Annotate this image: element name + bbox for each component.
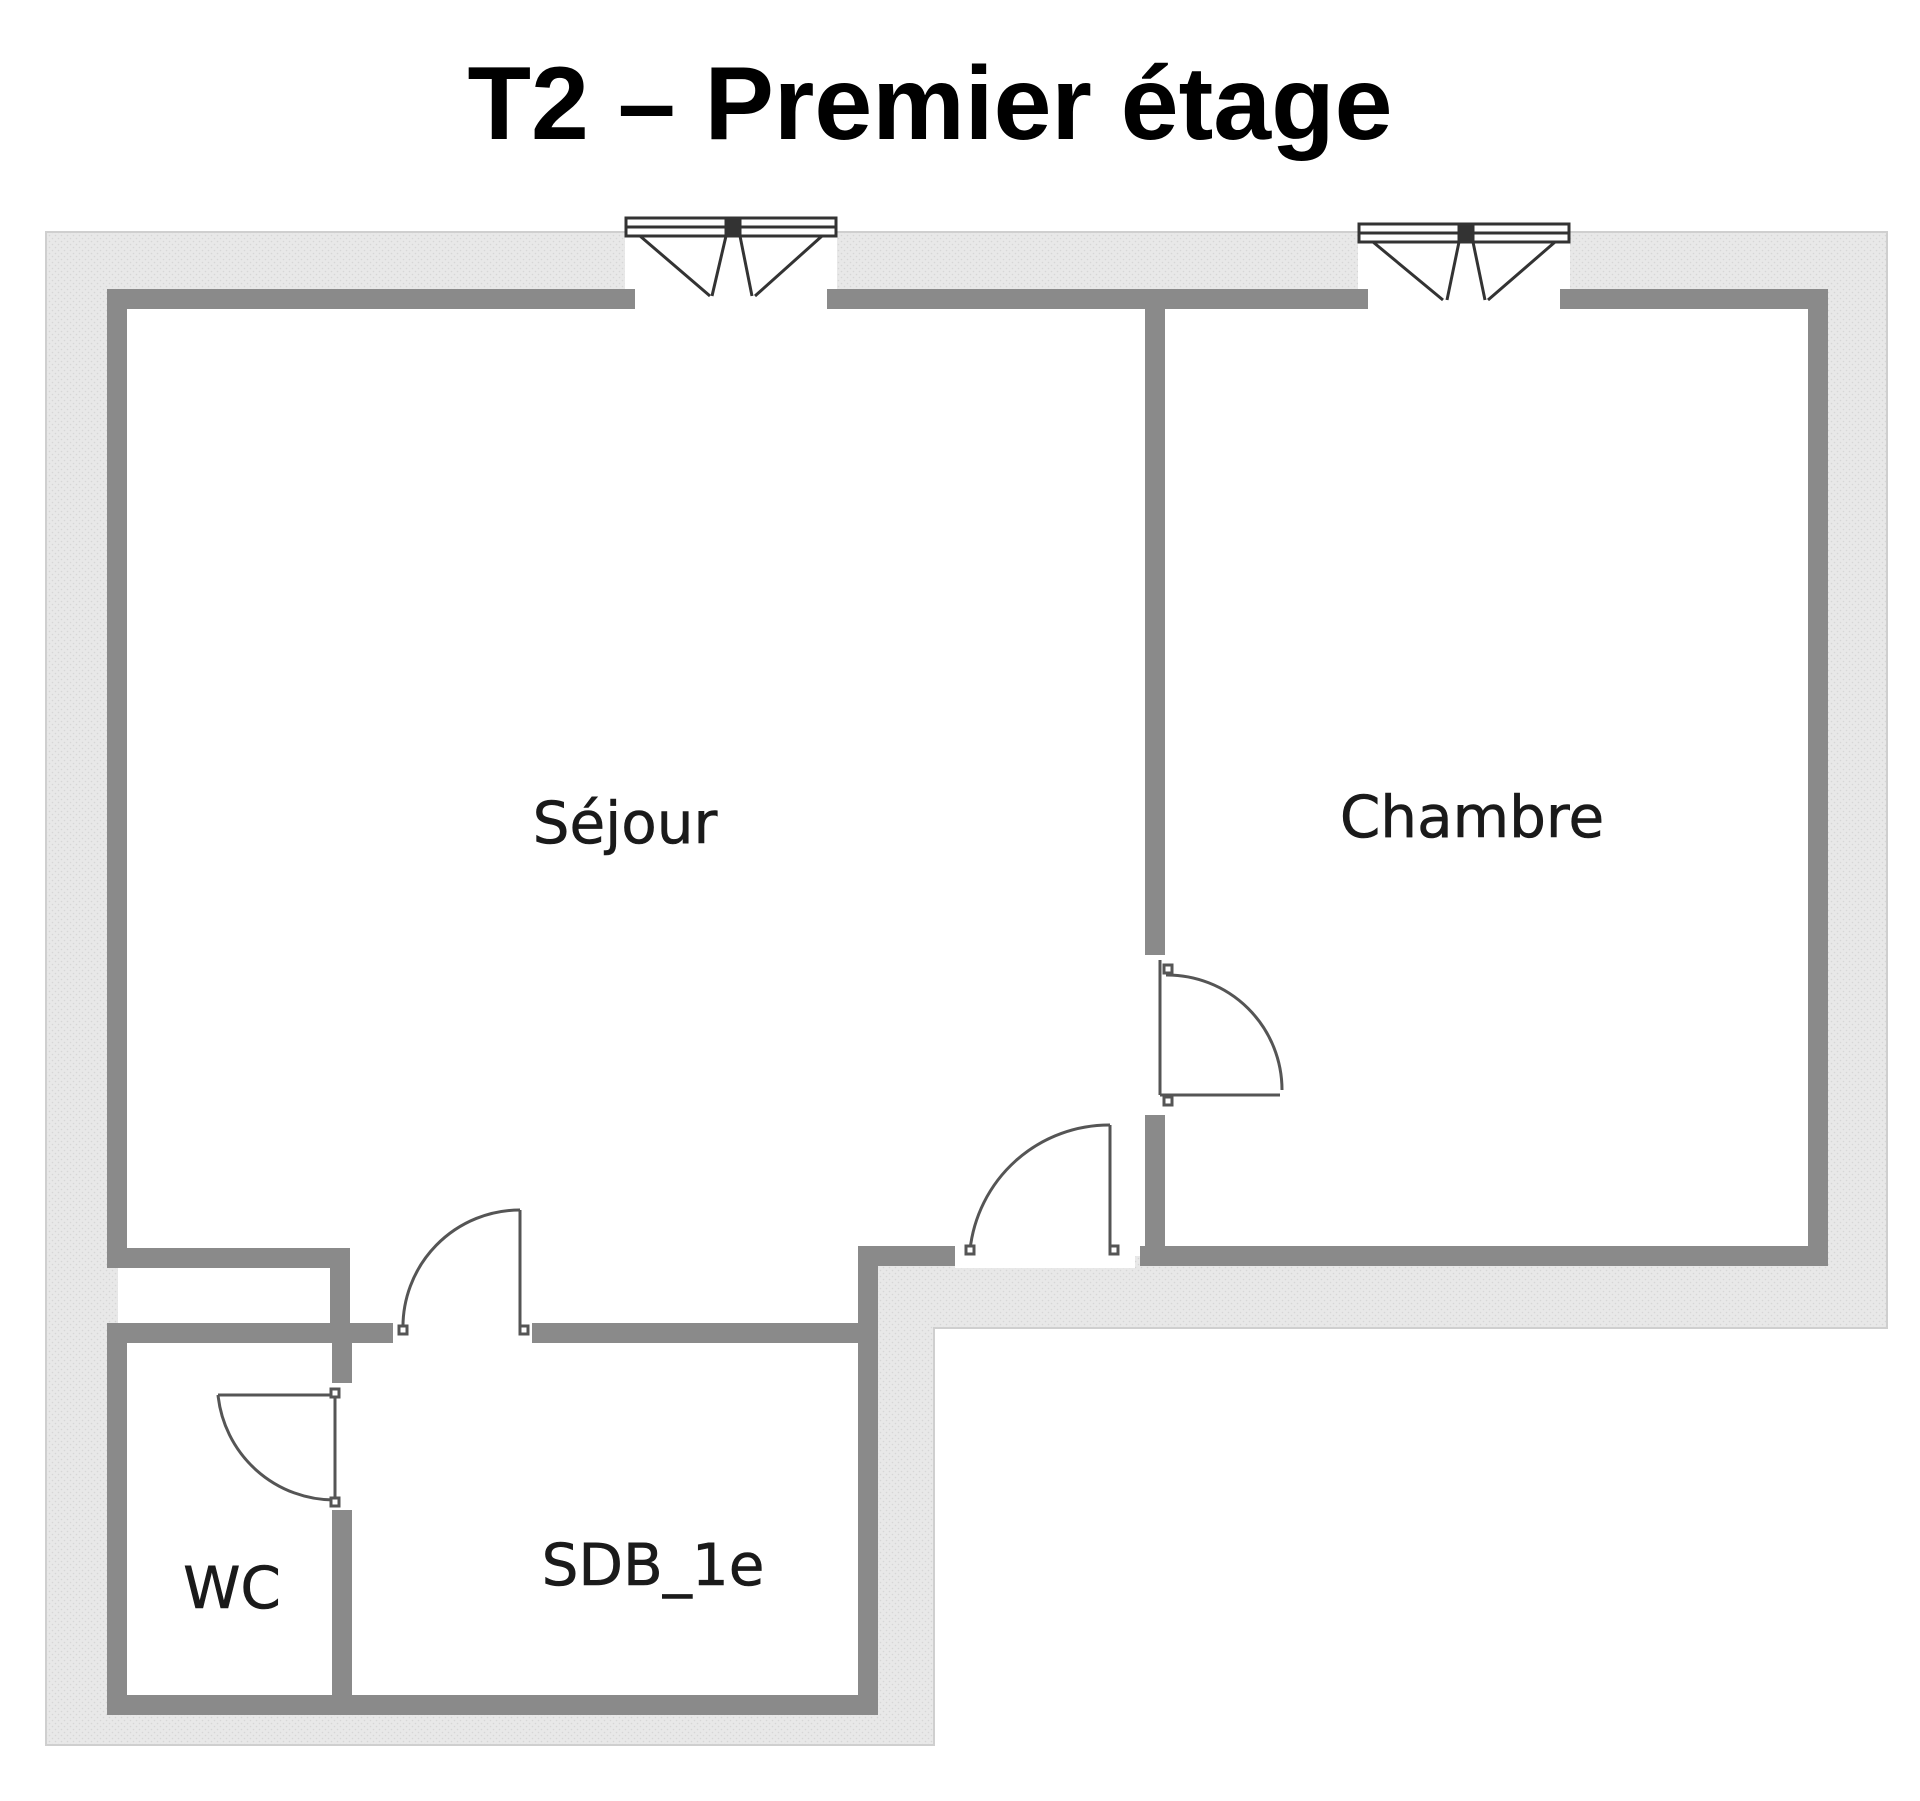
door-gap-chambre <box>1145 955 1167 1115</box>
door-sejour <box>964 1123 1120 1256</box>
room-label-wc: WC <box>183 1554 281 1622</box>
door-gap-wc <box>332 1383 354 1510</box>
door-chambre <box>1158 960 1284 1107</box>
room-label-sejour: Séjour <box>533 789 718 857</box>
room-label-sdb: SDB_1e <box>542 1531 765 1599</box>
door-wc <box>216 1387 341 1508</box>
floor-area <box>118 298 1817 1705</box>
window-sejour <box>624 216 838 298</box>
door-sdb <box>397 1208 530 1336</box>
plan-title: T2 – Premier étage <box>467 46 1393 162</box>
door-gap-sdb <box>393 1323 532 1345</box>
interior-walls <box>107 289 1828 1715</box>
room-label-chambre: Chambre <box>1340 783 1604 851</box>
window-chambre <box>1357 222 1571 302</box>
door-gap-sejour <box>955 1246 1135 1268</box>
